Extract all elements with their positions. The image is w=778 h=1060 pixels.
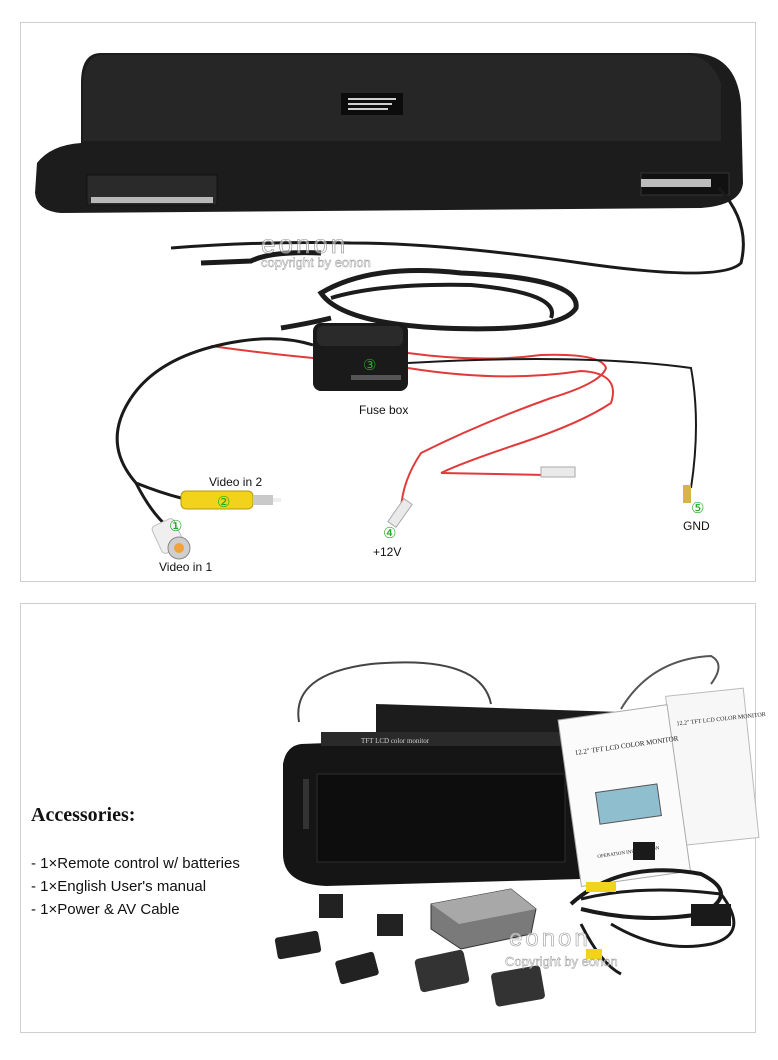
marker-4: ④ (383, 525, 397, 542)
accessory-item: - 1×Remote control w/ batteries (31, 855, 240, 872)
accessories-list: - 1×Remote control w/ batteries - 1×Engl… (31, 852, 240, 921)
accessory-item: - 1×Power & AV Cable (31, 901, 180, 918)
marker-1: ① (169, 518, 183, 535)
accessories-illustration: TFT LCD color monitor 12.2" TFT LCD COLO… (274, 654, 766, 1007)
terminal-12v-b (540, 466, 576, 478)
marker-3: ③ (363, 357, 377, 374)
watermark-logo-2: eonon (509, 925, 591, 952)
clip-2 (377, 914, 403, 936)
clip-3 (274, 930, 322, 960)
remote-1 (414, 949, 470, 993)
watermark-copyright: copyright by eonon (261, 255, 371, 270)
terminal-12v (387, 497, 413, 529)
clip-4 (335, 951, 379, 985)
product-photo-accessories: TFT LCD color monitor 12.2" TFT LCD COLO… (20, 603, 766, 1033)
cable-illustration: eonon copyright by eonon (35, 53, 745, 560)
label-12v: +12V (373, 545, 402, 559)
label-video-in-2: Video in 2 (209, 475, 263, 489)
remote-2 (491, 965, 545, 1007)
clip-1 (319, 894, 343, 918)
marker-5: ⑤ (691, 500, 705, 517)
watermark-logo: eonon (261, 229, 348, 259)
terminal-gnd (683, 485, 691, 503)
marker-2: ② (217, 494, 231, 511)
accessory-item: - 1×English User's manual (31, 878, 207, 895)
accessories-title: Accessories: (31, 804, 136, 826)
label-fuse-box: Fuse box (359, 403, 409, 417)
watermark-copyright-2: Copyright by eonon (505, 954, 618, 969)
product-photo-cables: eonon copyright by eonon Fuse box ③ Vide… (20, 22, 756, 582)
monitor-label: TFT LCD color monitor (361, 737, 430, 745)
label-video-in-1: Video in 1 (159, 560, 213, 574)
label-gnd: GND (683, 519, 710, 533)
